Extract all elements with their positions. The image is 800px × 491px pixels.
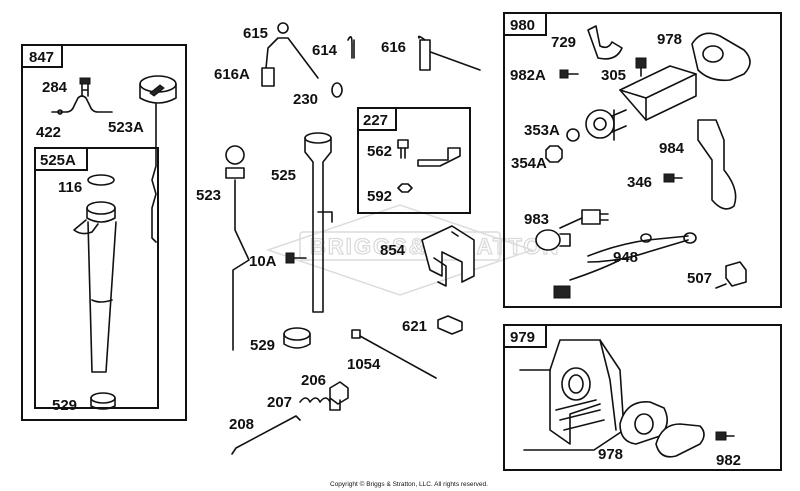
group-525A-frame bbox=[34, 147, 159, 409]
label-208: 208 bbox=[229, 416, 254, 433]
part-592-nut bbox=[397, 183, 413, 193]
group-847: 847 525A bbox=[21, 44, 187, 421]
copyright: Copyright © Briggs & Stratton, LLC. All … bbox=[330, 480, 488, 488]
watermark: BRIGGS&STRATTON bbox=[265, 204, 559, 296]
label-507: 507 bbox=[687, 270, 712, 287]
label-529-a: 529 bbox=[52, 397, 77, 414]
group-980: 980 bbox=[503, 12, 782, 308]
part-507-connector bbox=[715, 261, 747, 289]
label-529-b: 529 bbox=[250, 337, 275, 354]
part-978-gasket-b bbox=[619, 401, 668, 445]
label-615: 615 bbox=[243, 25, 268, 42]
part-305-screw bbox=[635, 57, 647, 77]
part-523A-dipstick bbox=[139, 75, 177, 243]
label-982A: 982A bbox=[510, 67, 546, 84]
label-525: 525 bbox=[271, 167, 296, 184]
group-980-header-box bbox=[503, 12, 547, 36]
part-284-screw bbox=[79, 77, 91, 97]
label-948: 948 bbox=[613, 249, 638, 266]
label-1054: 1054 bbox=[347, 356, 381, 373]
part-blockoff-plate bbox=[655, 423, 705, 458]
part-206-fitting bbox=[329, 381, 349, 411]
part-729-clip bbox=[587, 25, 623, 60]
label-353A: 353A bbox=[524, 122, 560, 139]
part-978-gasket-a bbox=[691, 32, 751, 82]
label-523A: 523A bbox=[108, 119, 144, 136]
group-847-frame bbox=[21, 44, 187, 421]
part-208-rod bbox=[231, 415, 301, 455]
part-116-oring bbox=[87, 174, 115, 186]
label-10A: 10A bbox=[249, 253, 277, 270]
label-729: 729 bbox=[551, 34, 576, 51]
label-207: 207 bbox=[267, 394, 292, 411]
label-854: 854 bbox=[380, 242, 406, 259]
label-621: 621 bbox=[402, 318, 427, 335]
part-422-clip bbox=[51, 95, 113, 113]
part-227-bracket bbox=[417, 147, 461, 167]
part-614-pin bbox=[347, 36, 355, 59]
label-116: 116 bbox=[58, 179, 82, 196]
group-979-header-box bbox=[503, 324, 547, 348]
label-523: 523 bbox=[196, 187, 221, 204]
part-529-grommet-a bbox=[90, 392, 116, 410]
label-284: 284 bbox=[42, 79, 68, 96]
part-governor-assembly bbox=[585, 65, 697, 141]
part-615-clamp bbox=[277, 22, 289, 34]
part-525A-tube bbox=[73, 201, 117, 373]
label-346: 346 bbox=[627, 174, 652, 191]
label-982: 982 bbox=[716, 452, 741, 469]
part-1054-tie bbox=[351, 329, 437, 379]
label-422: 422 bbox=[36, 124, 61, 141]
group-979-header: 979 bbox=[510, 329, 535, 346]
group-525A-header: 525A bbox=[40, 152, 76, 169]
part-525-tube bbox=[304, 132, 333, 313]
group-979: 979 978 982 bbox=[503, 324, 782, 471]
part-10A-screw bbox=[285, 252, 307, 264]
label-984: 984 bbox=[659, 140, 685, 157]
group-227-frame bbox=[357, 107, 471, 214]
part-982A-screw bbox=[559, 69, 579, 79]
label-978-b: 978 bbox=[598, 446, 623, 463]
group-227-header-box bbox=[357, 107, 397, 131]
part-346-screw bbox=[663, 173, 683, 183]
part-984-bracket bbox=[697, 119, 737, 210]
part-948-harness bbox=[553, 232, 697, 299]
label-562: 562 bbox=[367, 143, 392, 160]
part-207-spring bbox=[299, 397, 331, 403]
group-847-header: 847 bbox=[29, 49, 54, 66]
part-562-screw bbox=[397, 139, 409, 159]
label-592: 592 bbox=[367, 188, 392, 205]
part-621-clip bbox=[437, 315, 463, 335]
part-353A-washer bbox=[566, 128, 580, 142]
group-525A-header-box bbox=[34, 147, 88, 171]
part-854-bracket bbox=[421, 225, 475, 287]
part-983-switch bbox=[535, 209, 609, 251]
label-616A: 616A bbox=[214, 66, 250, 83]
label-983: 983 bbox=[524, 211, 549, 228]
part-616-lever bbox=[417, 35, 481, 71]
part-616A-rod bbox=[261, 37, 319, 87]
part-523-dipstick bbox=[225, 145, 250, 351]
part-529-grommet-b bbox=[283, 327, 311, 349]
group-227-header: 227 bbox=[363, 112, 388, 129]
part-982-screw bbox=[715, 431, 735, 441]
label-614: 614 bbox=[312, 42, 338, 59]
label-230: 230 bbox=[293, 91, 318, 108]
label-354A: 354A bbox=[511, 155, 547, 172]
middle-parts: 227 615 614 616 616A bbox=[196, 22, 481, 455]
group-980-header: 980 bbox=[510, 17, 535, 34]
group-979-frame bbox=[503, 324, 782, 471]
label-616: 616 bbox=[381, 39, 406, 56]
label-978-a: 978 bbox=[657, 31, 682, 48]
label-206: 206 bbox=[301, 372, 326, 389]
part-230-washer bbox=[331, 82, 343, 98]
group-980-frame bbox=[503, 12, 782, 308]
part-354A-nut bbox=[545, 145, 563, 163]
label-305: 305 bbox=[601, 67, 626, 84]
part-cylinder-block bbox=[519, 339, 625, 451]
group-847-header-box bbox=[21, 44, 63, 68]
